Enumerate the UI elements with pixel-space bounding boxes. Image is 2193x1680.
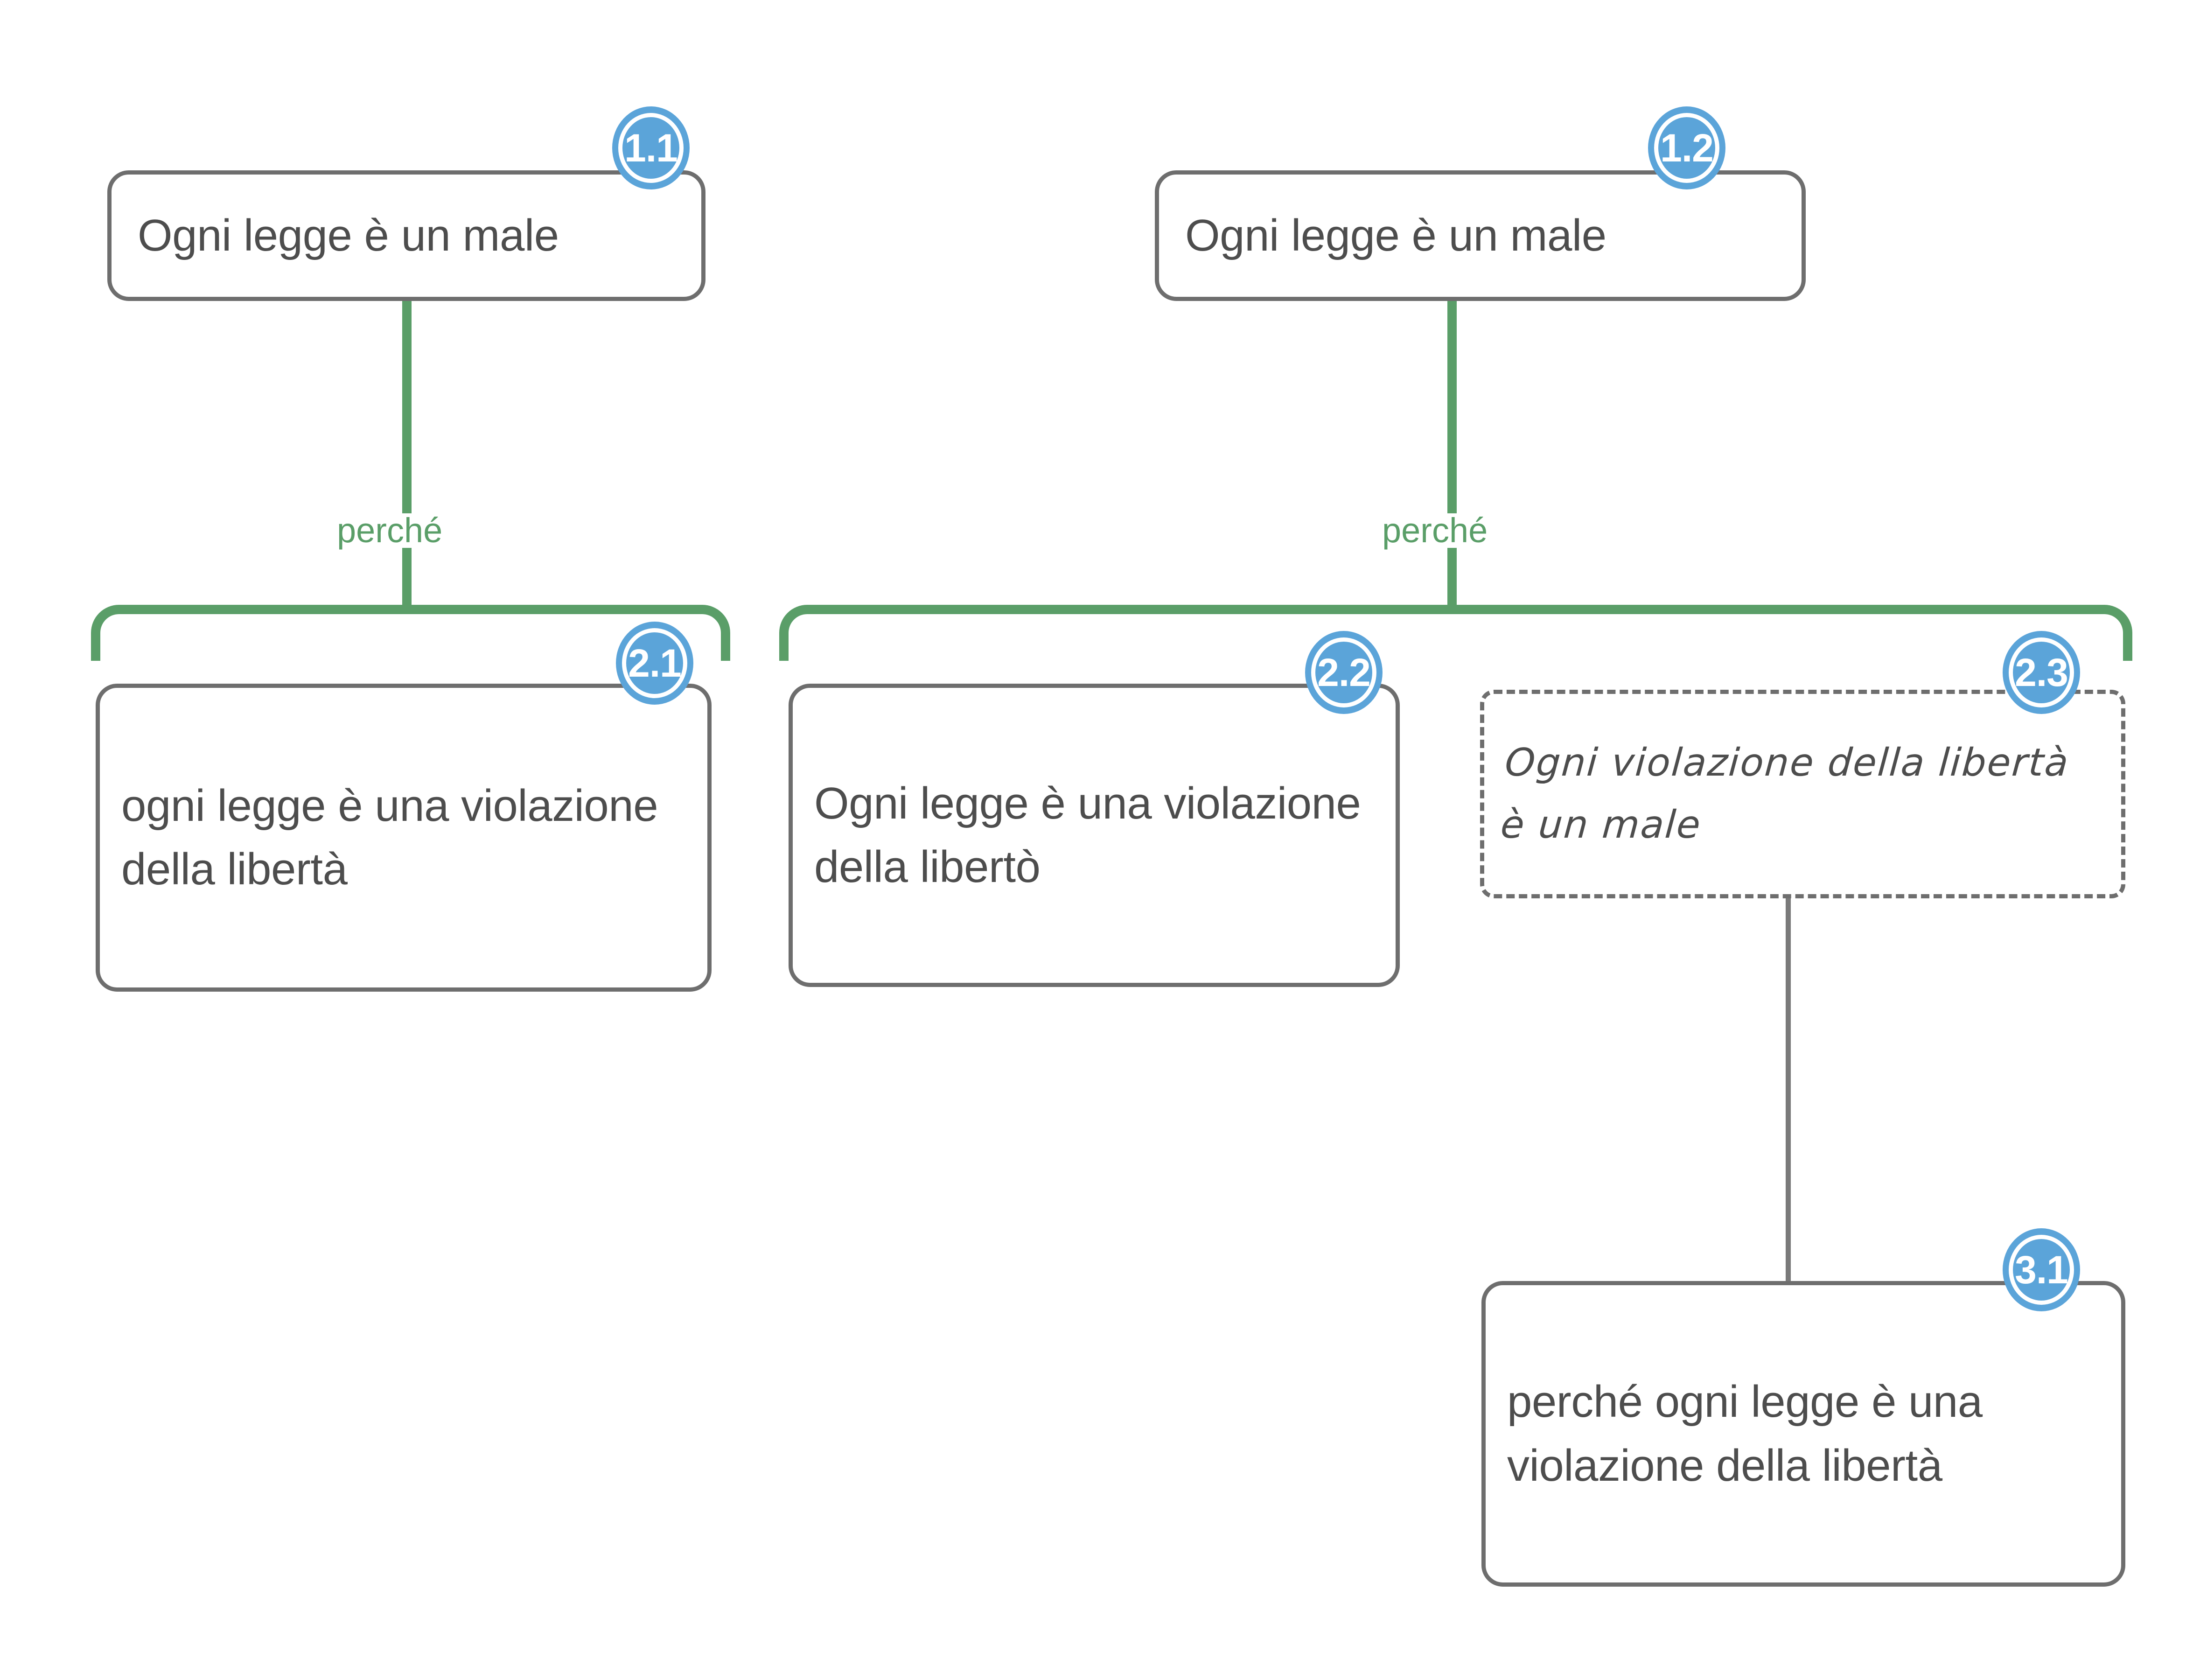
- support-bracket-right: [779, 605, 2132, 661]
- node-1-1-text: Ogni legge è un male: [138, 210, 559, 260]
- node-2-2-text: Ogni legge è una violazione della libert…: [814, 778, 1361, 892]
- badge-ring: [2009, 1235, 2074, 1305]
- node-3-1[interactable]: perché ogni legge è una violazione della…: [1481, 1281, 2125, 1587]
- node-2-1[interactable]: ogni legge è una violazione della libert…: [96, 684, 712, 992]
- node-2-3[interactable]: Ogni violazione della libertà è un male: [1480, 690, 2125, 898]
- badge-1-1[interactable]: 1.1: [612, 106, 690, 189]
- badge-ring: [622, 628, 687, 698]
- node-2-3-text: Ogni violazione della libertà è un male: [1499, 740, 2071, 847]
- edge-label-perche-left: perché: [327, 513, 453, 548]
- badge-1-1-number: 1.1: [624, 126, 678, 170]
- badge-ring: [2009, 637, 2074, 707]
- edge-label-perche-right: perché: [1372, 513, 1498, 548]
- badge-2-2[interactable]: 2.2: [1305, 631, 1383, 714]
- badge-3-1-number: 3.1: [2015, 1248, 2068, 1292]
- badge-2-3-number: 2.3: [2015, 651, 2068, 694]
- badge-ring: [1654, 113, 1719, 183]
- support-bracket-left: [91, 605, 730, 661]
- badge-ring: [1311, 637, 1376, 707]
- badge-2-3[interactable]: 2.3: [2003, 631, 2080, 714]
- badge-1-2[interactable]: 1.2: [1648, 106, 1725, 189]
- node-1-2[interactable]: Ogni legge è un male: [1155, 170, 1806, 301]
- node-2-1-text: ogni legge è una violazione della libert…: [121, 780, 658, 894]
- edge-stem-1-2: [1447, 301, 1457, 609]
- node-1-2-text: Ogni legge è un male: [1185, 210, 1606, 260]
- badge-3-1[interactable]: 3.1: [2003, 1228, 2080, 1311]
- node-1-1[interactable]: Ogni legge è un male: [107, 170, 705, 301]
- badge-ring: [618, 113, 684, 183]
- edge-line-2-3-to-3-1: [1786, 898, 1791, 1304]
- node-2-2[interactable]: Ogni legge è una violazione della libert…: [789, 684, 1400, 987]
- edge-stem-1-1: [402, 301, 412, 609]
- badge-2-1[interactable]: 2.1: [616, 622, 693, 705]
- badge-2-1-number: 2.1: [628, 641, 682, 685]
- badge-1-2-number: 1.2: [1660, 126, 1714, 170]
- badge-2-2-number: 2.2: [1317, 651, 1371, 694]
- node-3-1-text: perché ogni legge è una violazione della…: [1507, 1377, 1983, 1491]
